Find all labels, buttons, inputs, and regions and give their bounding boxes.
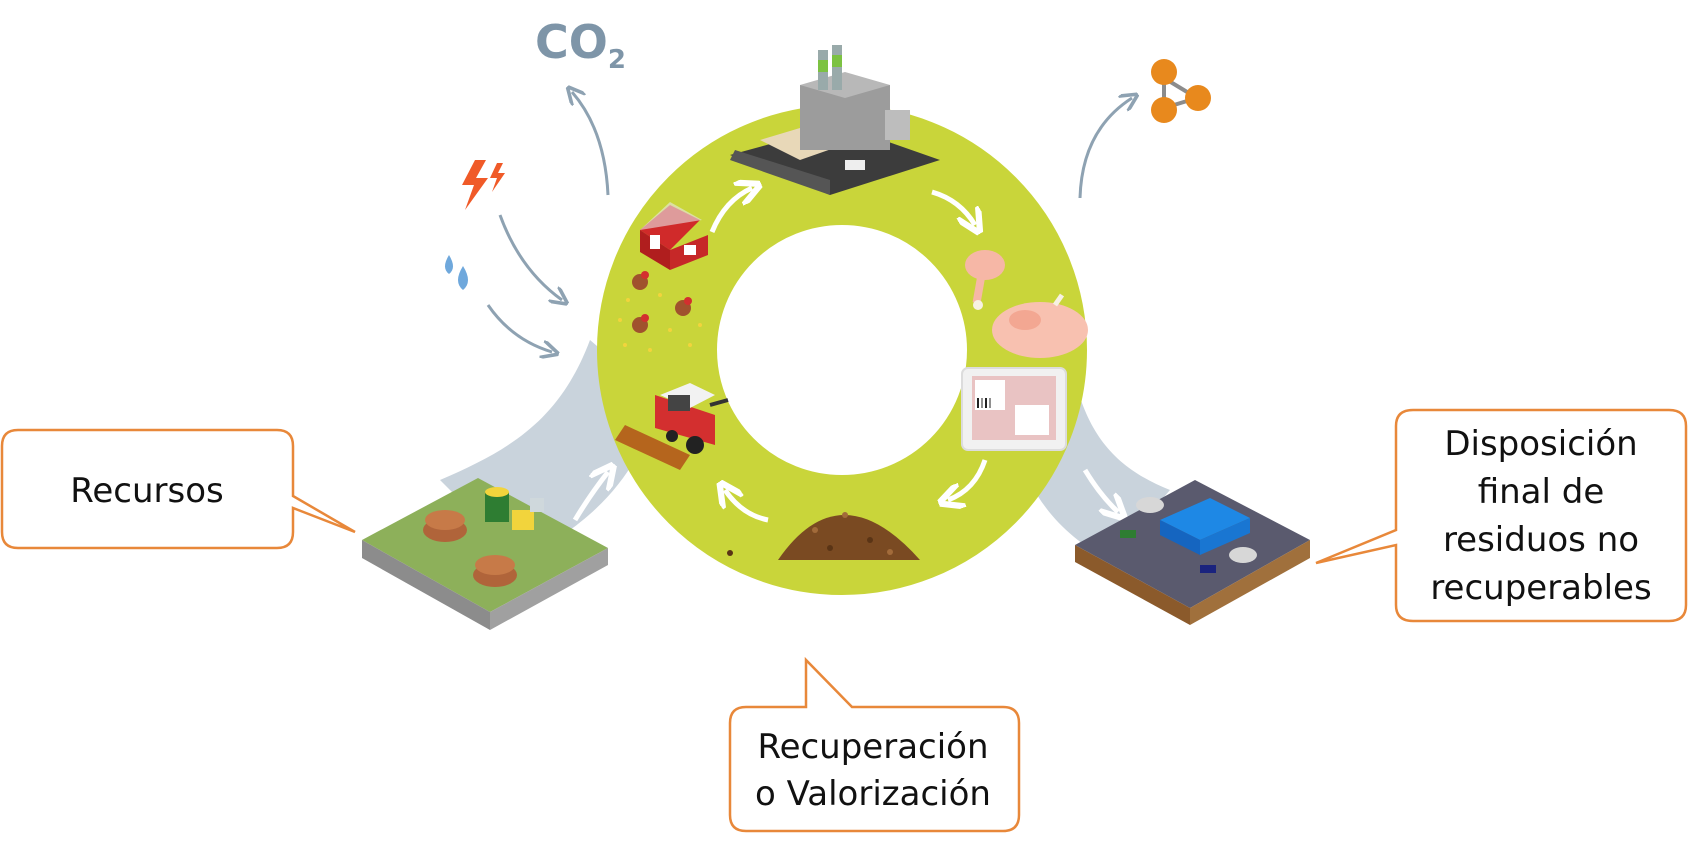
waste-plant-icon xyxy=(1075,480,1310,625)
callout-disposal-line1: Disposición xyxy=(1444,424,1637,464)
ring-arrow-3 xyxy=(948,459,988,500)
water-drops-icon xyxy=(445,255,468,290)
harvester-icon xyxy=(615,383,729,470)
molecule-icon xyxy=(1151,59,1211,123)
compost-pile-icon xyxy=(727,512,920,560)
energy-arrow xyxy=(498,214,562,300)
callout-recovery-line2: o Valorización xyxy=(755,774,991,814)
output-arrow xyxy=(1082,468,1118,512)
callout-recovery-line1: Recuperación xyxy=(757,727,988,767)
farm-land-icon xyxy=(362,478,608,630)
barn-icon xyxy=(640,202,708,270)
roast-chicken-icon xyxy=(992,293,1088,358)
co2-arrow xyxy=(572,92,610,196)
callout-disposal-line3: residuos no xyxy=(1443,520,1639,560)
lightning-icon xyxy=(462,160,505,210)
ring-arrow-1 xyxy=(709,188,752,233)
callout-recovery: Recuperación o Valorización xyxy=(728,656,1021,833)
callout-disposal-line2: final de xyxy=(1478,472,1605,512)
chickens-icon xyxy=(618,271,702,352)
input-arrow xyxy=(572,472,608,522)
co2-label: CO2 xyxy=(535,15,626,75)
callout-disposal: Disposición final de residuos no recuper… xyxy=(1315,408,1688,623)
callout-resources-label: Recursos xyxy=(70,471,223,511)
factory-icon xyxy=(730,45,940,195)
callout-disposal-line4: recuperables xyxy=(1430,568,1651,608)
callout-resources: Recursos xyxy=(0,428,356,550)
ring-arrow-2 xyxy=(931,189,975,225)
ring-arrow-4 xyxy=(725,490,769,523)
meat-package-icon xyxy=(961,367,1067,451)
emission-arrow xyxy=(1078,98,1132,199)
chicken-leg-icon xyxy=(965,250,1005,310)
water-arrow xyxy=(486,304,552,352)
